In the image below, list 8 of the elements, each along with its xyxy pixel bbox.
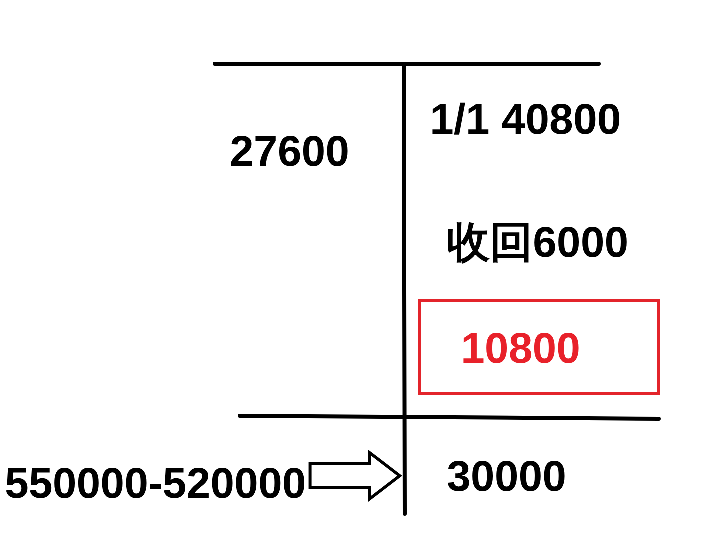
amount-text: 27600 xyxy=(230,131,350,174)
amount-text: 30000 xyxy=(447,456,567,499)
amount-text: 1/1 40800 xyxy=(430,99,622,142)
amount-text: 10800 xyxy=(461,328,581,371)
formula-text: 550000-520000 xyxy=(5,463,306,506)
block-arrow xyxy=(308,450,402,502)
amount-text: 收回6000 xyxy=(447,222,629,265)
highlight-box xyxy=(418,299,660,395)
